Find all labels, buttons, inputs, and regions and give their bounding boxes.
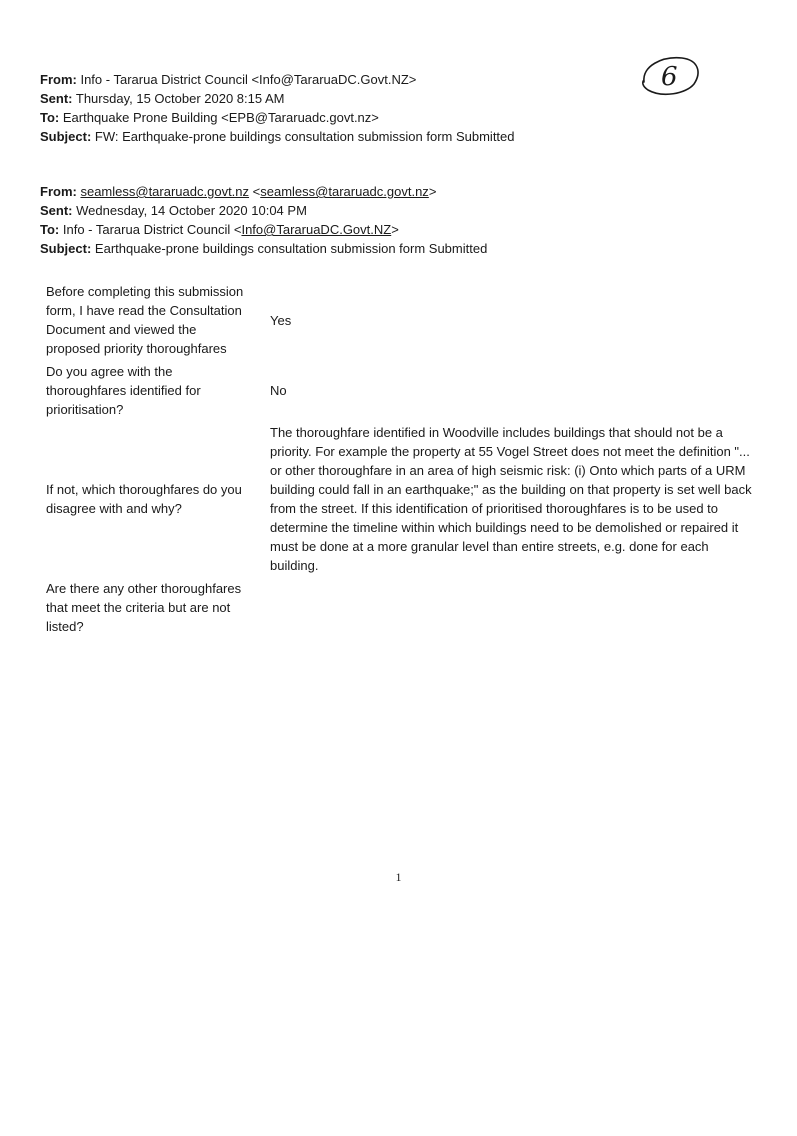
subject-line: Subject: FW: Earthquake-prone buildings … [40,127,515,146]
to-label: To: [40,222,60,237]
from-label: From: [40,184,77,199]
from-line: From: seamless@tararuadc.govt.nz <seamle… [40,182,487,201]
to-prefix: Info - Tararua District Council < [62,222,242,237]
sent-line: Sent: Wednesday, 14 October 2020 10:04 P… [40,201,487,220]
handwritten-page-mark: 6 [642,57,699,96]
from-lt: < [249,184,261,199]
form-row: Are there any other thoroughfares that m… [40,577,760,641]
form-row: Before completing this submission form, … [40,280,760,360]
from-line: From: Info - Tararua District Council <I… [40,70,515,89]
form-answer: No [270,383,287,398]
form-answer: The thoroughfare identified in Woodville… [270,425,752,573]
to-line: To: Earthquake Prone Building <EPB@Tarar… [40,108,515,127]
to-suffix: > [391,222,399,237]
form-answer [260,577,760,641]
to-email-link[interactable]: Info@TararuaDC.Govt.NZ [241,222,392,237]
subject-value: FW: Earthquake-prone buildings consultat… [94,129,515,144]
subject-label: Subject: [40,129,92,144]
from-email-link-2[interactable]: seamless@tararuadc.govt.nz [260,184,429,199]
form-answer: Yes [270,312,292,328]
to-label: To: [40,110,60,125]
sent-label: Sent: [40,203,73,218]
from-email-link[interactable]: seamless@tararuadc.govt.nz [80,184,250,199]
to-value: Earthquake Prone Building <EPB@Tararuadc… [62,110,379,125]
to-line: To: Info - Tararua District Council <Inf… [40,220,487,239]
form-row: If not, which thoroughfares do you disag… [40,421,760,577]
from-gt: > [428,184,437,199]
form-row: Do you agree with the thoroughfares iden… [40,360,760,421]
subject-label: Subject: [40,241,92,256]
form-question: Are there any other thoroughfares that m… [46,581,242,634]
form-question: Before completing this submission form, … [46,284,244,356]
forwarded-email-header: From: Info - Tararua District Council <I… [40,70,515,146]
sent-line: Sent: Thursday, 15 October 2020 8:15 AM [40,89,515,108]
from-label: From: [40,72,77,87]
form-question: Do you agree with the thoroughfares iden… [46,364,201,417]
submission-form-table: Before completing this submission form, … [40,280,760,641]
subject-line: Subject: Earthquake-prone buildings cons… [40,239,487,258]
sent-value: Thursday, 15 October 2020 8:15 AM [75,91,285,106]
from-value: Info - Tararua District Council <Info@Ta… [80,72,417,87]
subject-value: Earthquake-prone buildings consultation … [94,241,488,256]
sent-label: Sent: [40,91,73,106]
original-email-header: From: seamless@tararuadc.govt.nz <seamle… [40,182,487,258]
page-mark-number: 6 [661,62,678,92]
page-number: 1 [395,870,402,884]
sent-value: Wednesday, 14 October 2020 10:04 PM [76,203,307,218]
form-question: If not, which thoroughfares do you disag… [46,482,242,516]
